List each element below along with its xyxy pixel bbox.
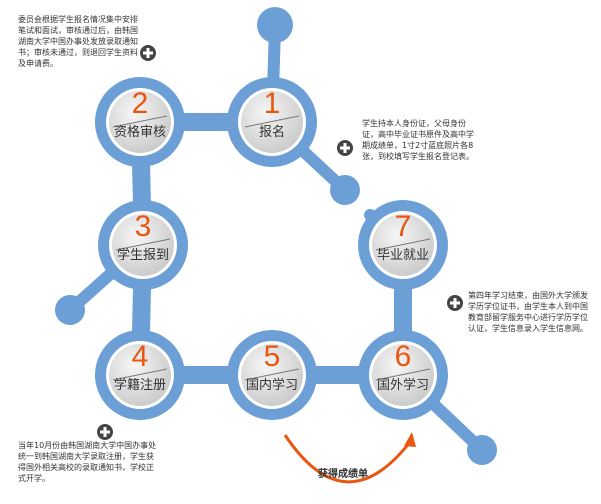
arrow-head-icon	[404, 432, 416, 447]
nubs	[55, 7, 497, 465]
step-label: 报名	[258, 125, 285, 140]
step-number: 7	[394, 210, 412, 243]
step-label: 学籍注册	[113, 378, 166, 393]
step-number: 1	[263, 87, 281, 120]
step-label: 毕业就业	[376, 248, 429, 263]
plus-icon[interactable]	[140, 45, 156, 61]
step-4-circle	[95, 330, 185, 420]
step-label: 国外学习	[376, 378, 429, 393]
plus-icon[interactable]	[337, 140, 353, 156]
plus-icon[interactable]	[97, 424, 113, 440]
step-2-circle	[95, 77, 185, 167]
step-7-circle	[358, 200, 448, 290]
step-1-circle	[227, 77, 317, 167]
note-register: 学生持本人身份证，父母身份证，高中毕业证书原件及高中学期成绩单，1寸2寸蓝底照片…	[362, 119, 474, 161]
step-3-circle	[98, 200, 188, 290]
arc-arrow	[283, 434, 412, 484]
step-number: 5	[263, 340, 281, 373]
step-number: 2	[131, 87, 149, 120]
arc-label: 获得成绩单	[318, 469, 368, 480]
plus-icon[interactable]	[447, 295, 463, 311]
step-label: 资格审核	[113, 125, 166, 140]
step-5-circle	[227, 330, 317, 420]
note-enroll: 当年10月份由韩国湖南大学中国办事处统一到韩国湖南大学录取注册，学生获得国外相关…	[18, 441, 157, 483]
step-number: 6	[394, 340, 412, 373]
step-number: 4	[131, 340, 149, 373]
step-number: 3	[134, 210, 152, 243]
step-label: 学生报到	[116, 248, 169, 263]
note-graduate: 第四年学习结束，由国外大学颁发学历学位证书，由学生本人到中国教育部留学服务中心进…	[468, 291, 588, 333]
step-label: 国内学习	[245, 378, 298, 393]
step-6-circle	[358, 330, 448, 420]
note-review: 委员会根据学生报名情况集中安排笔试和面试，审核通过后，由韩国湖南大学中国办事处发…	[18, 15, 138, 68]
